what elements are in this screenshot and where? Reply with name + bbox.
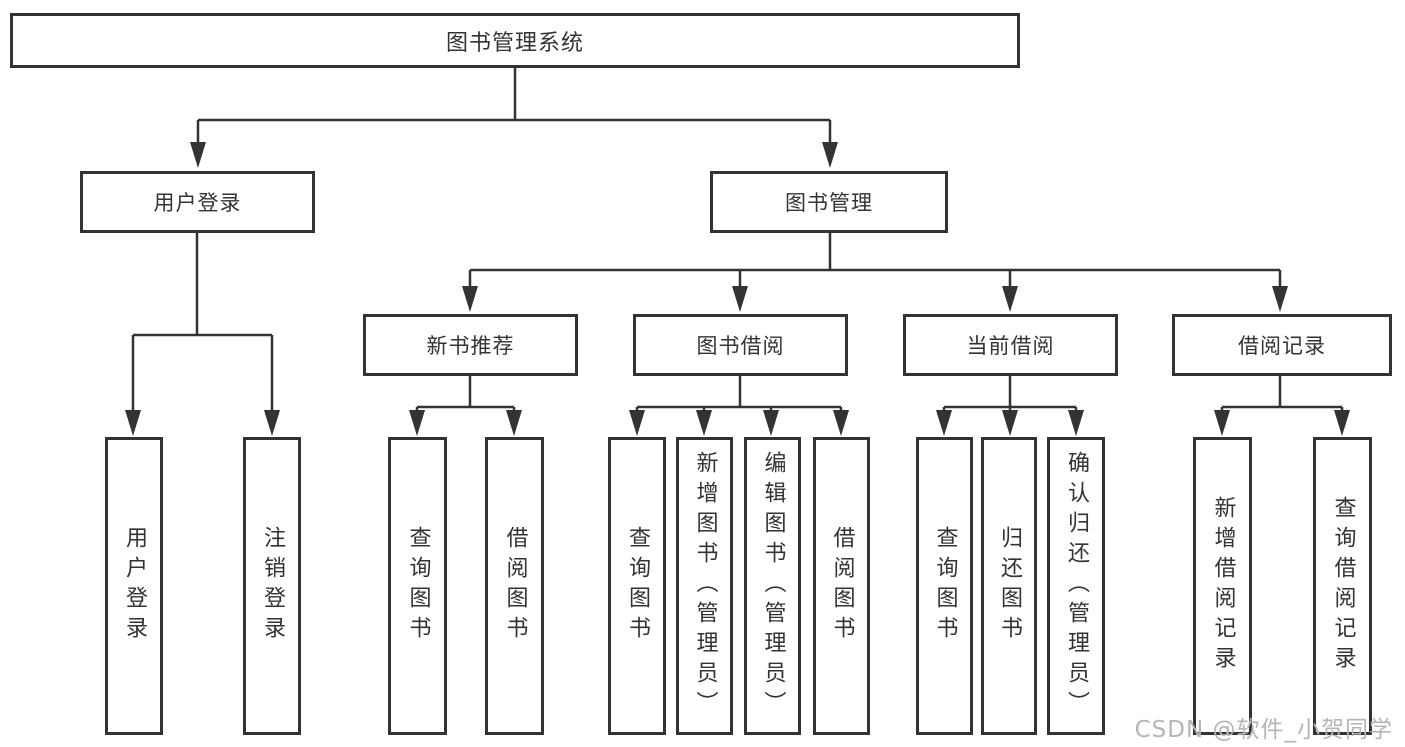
node-user-login: 用户登录 — [80, 171, 315, 233]
leaf-borrow-books-label: 借阅图书 — [829, 526, 855, 646]
leaf-confirm-return-admin-label: 确认归还（管理员） — [1064, 451, 1089, 721]
leaf-query-books-recommend: 查询图书 — [388, 437, 447, 735]
leaf-query-books-current: 查询图书 — [916, 437, 973, 735]
leaf-query-borrow-record-label: 查询借阅记录 — [1330, 496, 1356, 676]
leaf-borrow-books-recommend-label: 借阅图书 — [502, 526, 528, 646]
leaf-query-books-recommend-label: 查询图书 — [405, 526, 431, 646]
leaf-logout-label: 注销登录 — [260, 526, 285, 646]
leaf-add-book-admin-label: 新增图书（管理员） — [692, 451, 718, 721]
node-library-system: 图书管理系统 — [10, 13, 1020, 68]
leaf-borrow-books: 借阅图书 — [813, 437, 870, 735]
leaf-logout: 注销登录 — [243, 437, 301, 735]
leaf-return-books: 归还图书 — [981, 437, 1037, 735]
node-book-management: 图书管理 — [710, 171, 948, 233]
node-new-book-recommendation: 新书推荐 — [363, 314, 578, 376]
leaf-query-borrow-record: 查询借阅记录 — [1313, 437, 1372, 735]
leaf-user-login: 用户登录 — [105, 437, 163, 735]
node-borrowing-records: 借阅记录 — [1172, 314, 1392, 376]
leaf-edit-book-admin: 编辑图书（管理员） — [744, 437, 801, 735]
leaf-add-book-admin: 新增图书（管理员） — [676, 437, 733, 735]
leaf-query-books-borrowing: 查询图书 — [608, 437, 666, 735]
leaf-return-books-label: 归还图书 — [997, 526, 1022, 646]
leaf-query-books-borrowing-label: 查询图书 — [625, 526, 650, 646]
arrowheads — [125, 142, 1350, 436]
leaf-borrow-books-recommend: 借阅图书 — [485, 437, 544, 735]
node-current-borrowing: 当前借阅 — [903, 314, 1118, 376]
node-book-borrowing: 图书借阅 — [633, 314, 848, 376]
leaf-add-borrow-record-label: 新增借阅记录 — [1210, 496, 1236, 676]
leaf-confirm-return-admin: 确认归还（管理员） — [1047, 437, 1105, 735]
leaf-query-books-current-label: 查询图书 — [932, 526, 958, 646]
watermark: CSDN @软件_小贺同学 — [1134, 717, 1393, 743]
leaf-user-login-label: 用户登录 — [122, 526, 147, 646]
leaf-edit-book-admin-label: 编辑图书（管理员） — [760, 451, 786, 721]
leaf-add-borrow-record: 新增借阅记录 — [1193, 437, 1252, 735]
